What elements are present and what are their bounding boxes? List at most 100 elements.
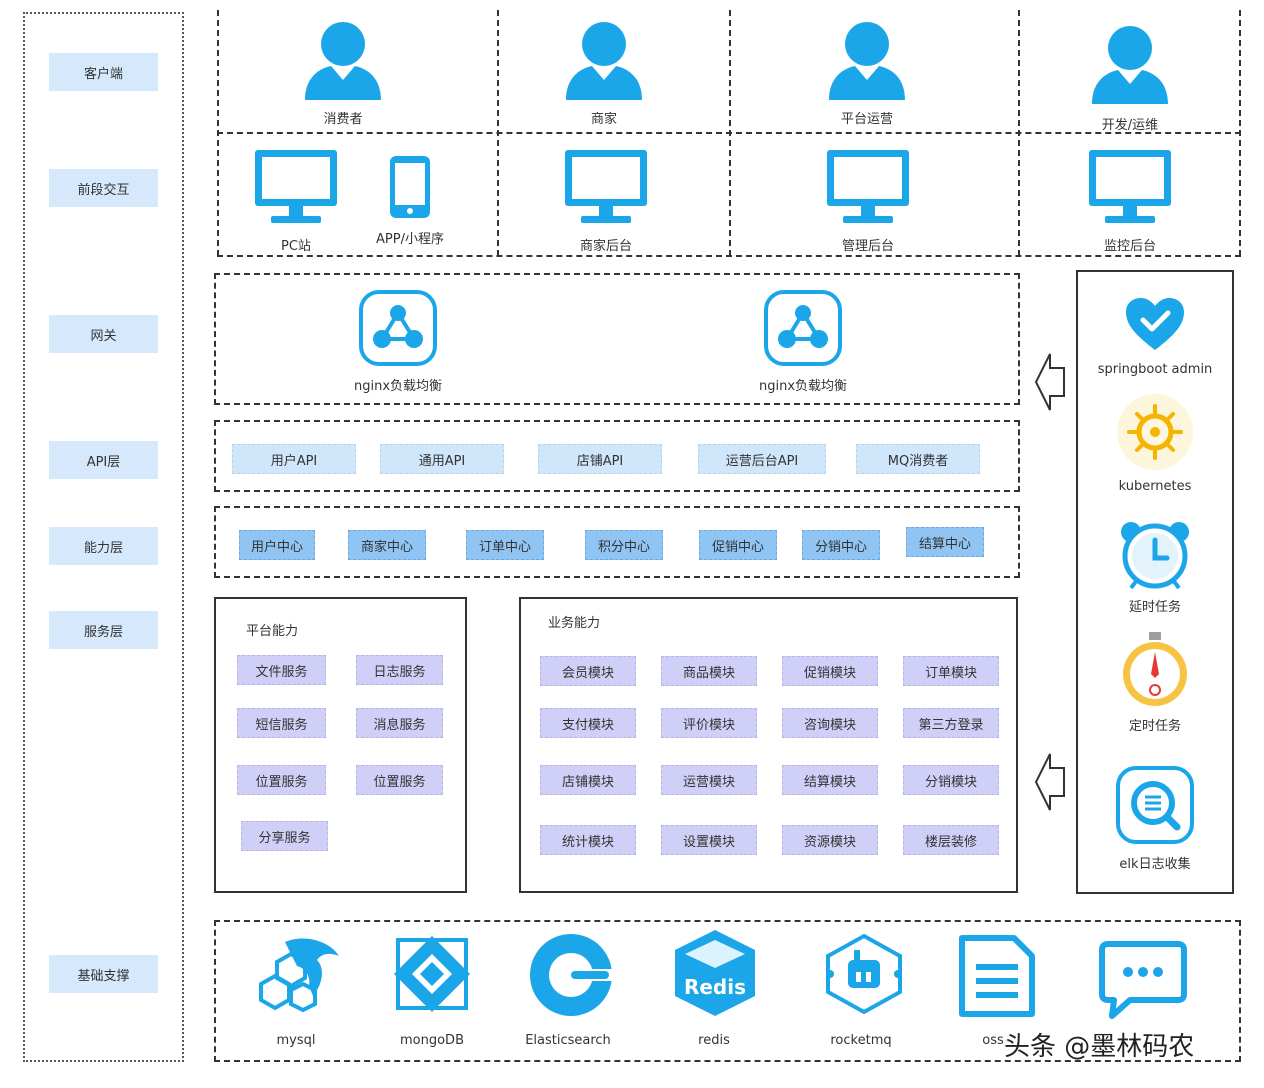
infra-label-redis: redis bbox=[698, 1033, 730, 1048]
frontend-label-pc: PC站 bbox=[281, 239, 311, 254]
business-item: 结算模块 bbox=[782, 765, 878, 795]
user-label-merchant: 商家 bbox=[590, 112, 618, 127]
capability-item: 订单中心 bbox=[466, 530, 544, 560]
monitor-icon bbox=[827, 150, 909, 223]
chat-bubble-icon bbox=[1099, 941, 1187, 1019]
arrow-left-icon bbox=[1034, 753, 1065, 811]
monitor-icon bbox=[255, 150, 337, 223]
helm-icon bbox=[1117, 394, 1193, 470]
platform-item: 文件服务 bbox=[237, 655, 326, 685]
heart-check-icon bbox=[1126, 298, 1184, 350]
load-balancer-icon bbox=[764, 290, 842, 366]
layer-label-frontend: 前段交互 bbox=[49, 169, 158, 207]
user-label-operator: 平台运营 bbox=[840, 112, 894, 127]
document-icon bbox=[959, 935, 1035, 1017]
monitor-icon bbox=[565, 150, 647, 223]
api-item: MQ消费者 bbox=[856, 444, 980, 474]
platform-item: 消息服务 bbox=[356, 708, 443, 738]
gateway-box bbox=[214, 273, 1020, 405]
business-item: 订单模块 bbox=[903, 656, 999, 686]
frontend-label-merchant-admin: 商家后台 bbox=[579, 239, 633, 254]
watermark: 头条 @墨林码农 bbox=[1004, 1032, 1195, 1062]
frontend-label-app: APP/小程序 bbox=[376, 232, 444, 247]
platform-item: 分享服务 bbox=[241, 821, 328, 851]
monitor-icon bbox=[1089, 150, 1171, 223]
user-icon bbox=[566, 22, 642, 100]
monitor-label-kubernetes: kubernetes bbox=[1118, 479, 1192, 494]
business-item: 店铺模块 bbox=[540, 765, 636, 795]
platform-title: 平台能力 bbox=[246, 624, 299, 639]
monitor-label-elk: elk日志收集 bbox=[1119, 857, 1191, 872]
layer-label-client: 客户端 bbox=[49, 53, 158, 91]
layer-column bbox=[23, 12, 184, 1062]
mysql-dolphin-icon bbox=[259, 938, 339, 1013]
platform-capability-box bbox=[214, 597, 467, 893]
infra-label-oss: oss bbox=[982, 1033, 1004, 1048]
infra-label-mongodb: mongoDB bbox=[400, 1033, 464, 1048]
business-item: 咨询模块 bbox=[782, 708, 878, 738]
business-title: 业务能力 bbox=[548, 616, 601, 631]
infra-label-mysql: mysql bbox=[276, 1033, 316, 1048]
search-log-icon bbox=[1116, 766, 1194, 844]
frontend-label-management: 管理后台 bbox=[841, 239, 895, 254]
business-item: 商品模块 bbox=[661, 656, 757, 686]
capability-item: 积分中心 bbox=[585, 530, 663, 560]
business-item: 分销模块 bbox=[903, 765, 999, 795]
stopwatch-icon bbox=[1123, 632, 1187, 706]
arrow-left-icon bbox=[1034, 353, 1065, 411]
phone-icon bbox=[390, 156, 430, 218]
api-item: 通用API bbox=[380, 444, 504, 474]
capability-item: 商家中心 bbox=[348, 530, 426, 560]
user-icon bbox=[305, 22, 381, 100]
api-item: 店铺API bbox=[538, 444, 662, 474]
redis-icon: Redis bbox=[675, 930, 755, 1016]
user-icon bbox=[829, 22, 905, 100]
api-layer-box bbox=[214, 420, 1020, 492]
platform-item: 短信服务 bbox=[237, 708, 326, 738]
infra-label-elasticsearch: Elasticsearch bbox=[525, 1033, 611, 1048]
capability-item: 结算中心 bbox=[906, 527, 984, 557]
api-item: 用户API bbox=[232, 444, 356, 474]
mongodb-icon bbox=[394, 936, 470, 1012]
user-label-consumer: 消费者 bbox=[323, 112, 363, 127]
business-item: 运营模块 bbox=[661, 765, 757, 795]
user-label-devops: 开发/运维 bbox=[1101, 118, 1159, 133]
business-item: 资源模块 bbox=[782, 825, 878, 855]
monitor-label-delay-task: 延时任务 bbox=[1128, 600, 1182, 615]
infra-label-rocketmq: rocketmq bbox=[830, 1033, 892, 1048]
capability-item: 促销中心 bbox=[699, 530, 777, 560]
business-item: 支付模块 bbox=[540, 708, 636, 738]
capability-item: 用户中心 bbox=[239, 530, 315, 560]
layer-label-api: API层 bbox=[49, 441, 158, 479]
platform-item: 日志服务 bbox=[356, 655, 443, 685]
business-item: 会员模块 bbox=[540, 656, 636, 686]
redis-logo-text: Redis bbox=[684, 975, 746, 999]
business-item: 统计模块 bbox=[540, 825, 636, 855]
frontend-label-monitor: 监控后台 bbox=[1103, 239, 1157, 254]
rocketmq-icon bbox=[826, 933, 902, 1015]
business-item: 第三方登录 bbox=[903, 708, 999, 738]
elasticsearch-icon bbox=[530, 934, 614, 1016]
gateway-label-1: nginx负载均衡 bbox=[353, 379, 443, 394]
layer-label-capability: 能力层 bbox=[49, 527, 158, 565]
monitor-label-scheduled-task: 定时任务 bbox=[1128, 719, 1182, 734]
business-item: 楼层装修 bbox=[903, 825, 999, 855]
load-balancer-icon bbox=[359, 290, 437, 366]
api-item: 运营后台API bbox=[698, 444, 826, 474]
business-item: 设置模块 bbox=[661, 825, 757, 855]
layer-label-service: 服务层 bbox=[49, 611, 158, 649]
user-icon bbox=[1092, 26, 1168, 104]
capability-layer-box bbox=[214, 506, 1020, 578]
monitor-label-springboot: springboot admin bbox=[1097, 362, 1213, 377]
infra-box bbox=[214, 920, 1241, 1062]
platform-item: 位置服务 bbox=[356, 765, 443, 795]
platform-item: 位置服务 bbox=[237, 765, 326, 795]
layer-label-gateway: 网关 bbox=[49, 315, 158, 353]
gateway-label-2: nginx负载均衡 bbox=[758, 379, 848, 394]
monitoring-column bbox=[1076, 270, 1234, 894]
business-item: 促销模块 bbox=[782, 656, 878, 686]
alarm-clock-icon bbox=[1121, 522, 1189, 590]
business-capability-box bbox=[519, 597, 1018, 893]
capability-item: 分销中心 bbox=[802, 530, 880, 560]
layer-label-infra: 基础支撑 bbox=[49, 955, 158, 993]
